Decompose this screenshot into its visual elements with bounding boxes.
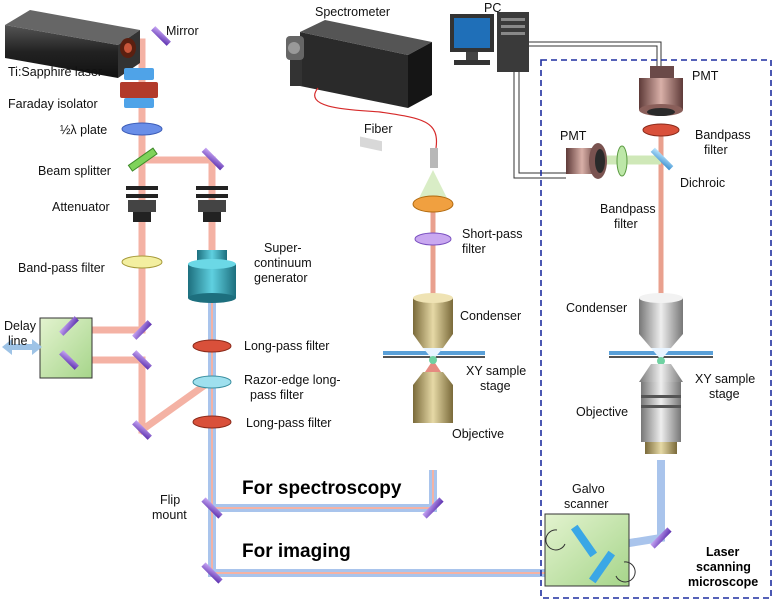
label-galvo-1: Galvo — [572, 482, 605, 496]
focus-cone-mid — [418, 170, 448, 200]
label-flip-1: Flip — [160, 493, 180, 507]
label-faraday: Faraday isolator — [8, 97, 98, 111]
mirror-splitter-right — [201, 147, 225, 171]
fiber-connector — [430, 148, 438, 168]
label-beam-splitter: Beam splitter — [38, 164, 111, 178]
label-xy-mid-1: XY sample — [466, 364, 526, 378]
pc — [450, 12, 529, 72]
long-pass-filter-2 — [192, 415, 232, 429]
label-lsm-1: Laser — [706, 545, 739, 559]
ti-sapphire-laser — [5, 10, 140, 78]
label-bandpass-top-2: filter — [704, 143, 728, 157]
label-razor-2: pass filter — [250, 388, 304, 402]
label-pmt-top: PMT — [692, 69, 719, 83]
label-condenser-right: Condenser — [566, 301, 627, 315]
galvo-rotation-icon-2 — [615, 561, 636, 583]
mirror-top — [151, 26, 171, 46]
condenser-right — [639, 293, 683, 348]
mirror-bottom-left — [201, 562, 223, 584]
attenuator-left — [126, 186, 158, 222]
short-pass-filter — [414, 232, 452, 246]
mirror-left-1 — [132, 320, 152, 340]
bandpass-filter-top — [642, 123, 680, 137]
delay-line-box — [39, 317, 93, 379]
spectrometer — [286, 20, 432, 152]
focus-bottom-mid — [425, 360, 441, 372]
delay-arrow-icon — [2, 339, 42, 355]
label-bandpass-top-1: Bandpass — [695, 128, 751, 142]
faraday-isolator — [120, 82, 158, 98]
label-pc: PC — [484, 1, 501, 15]
galvo-rotation-icon-1 — [545, 529, 566, 551]
label-condenser-mid: Condenser — [460, 309, 521, 323]
focus-top-mid — [423, 348, 443, 360]
label-xy-mid-2: stage — [480, 379, 511, 393]
condenser-mid — [413, 293, 453, 348]
label-half-wave: ½λ plate — [60, 123, 107, 137]
label-dichroic: Dichroic — [680, 176, 725, 190]
label-xy-right-2: stage — [709, 387, 740, 401]
bandpass-filter-side — [616, 145, 628, 177]
label-bandpass-side-2: filter — [614, 217, 638, 231]
label-mirror: Mirror — [166, 24, 199, 38]
mirror-lsm — [650, 527, 672, 549]
objective-right — [639, 364, 683, 454]
label-shortpass-2: filter — [462, 242, 486, 256]
label-bandpass-left: Band-pass filter — [18, 261, 105, 275]
label-attenuator: Attenuator — [52, 200, 110, 214]
galvo-mirror-1 — [570, 524, 598, 558]
supercontinuum-generator — [188, 250, 236, 303]
label-longpass-2: Long-pass filter — [246, 416, 331, 430]
lsm-dashed-box — [540, 59, 772, 599]
pmt-side — [566, 143, 607, 179]
label-super-3: generator — [254, 271, 308, 285]
razor-edge-filter — [192, 375, 232, 389]
half-wave-plate — [121, 122, 163, 136]
fiber-cable — [314, 87, 438, 149]
label-laser: Ti:Sapphire laser — [8, 65, 102, 79]
mirror-left-2 — [132, 350, 152, 370]
label-flip-2: mount — [152, 508, 187, 522]
mirror-spectroscopy — [422, 497, 444, 519]
label-galvo-2: scanner — [564, 497, 608, 511]
attenuator-right — [196, 186, 228, 222]
label-longpass-1: Long-pass filter — [244, 339, 329, 353]
label-shortpass-1: Short-pass — [462, 227, 522, 241]
label-pmt-side: PMT — [560, 129, 587, 143]
label-spectrometer: Spectrometer — [315, 5, 390, 19]
beam-splitter — [127, 147, 158, 172]
objective-mid — [413, 372, 453, 423]
label-lsm-3: microscope — [688, 575, 758, 589]
galvo-mirror-2 — [588, 550, 616, 584]
mirror-left-3 — [132, 420, 152, 440]
long-pass-filter-1 — [192, 339, 232, 353]
faraday-part-1 — [124, 68, 154, 80]
flip-mount-mirror — [201, 497, 223, 519]
label-xy-right-1: XY sample — [695, 372, 755, 386]
label-delay-2: line — [8, 334, 28, 348]
delay-mirror-2 — [59, 350, 79, 370]
label-objective-mid: Objective — [452, 427, 504, 441]
band-pass-filter-left — [121, 255, 163, 269]
lens-mid — [412, 195, 454, 213]
label-bandpass-side-1: Bandpass — [600, 202, 656, 216]
label-super-2: continuum — [254, 256, 312, 270]
faraday-part-2 — [124, 98, 154, 108]
label-fiber: Fiber — [364, 122, 392, 136]
label-super-1: Super- — [264, 241, 302, 255]
label-delay-1: Delay — [4, 319, 37, 333]
label-razor-1: Razor-edge long- — [244, 373, 341, 387]
label-lsm-2: scanning — [696, 560, 751, 574]
label-for-imaging: For imaging — [242, 541, 351, 562]
label-objective-right: Objective — [576, 405, 628, 419]
label-for-spectroscopy: For spectroscopy — [242, 478, 402, 499]
pmt-top — [639, 66, 683, 116]
dichroic-mirror — [650, 147, 674, 171]
delay-mirror-1 — [59, 316, 79, 336]
